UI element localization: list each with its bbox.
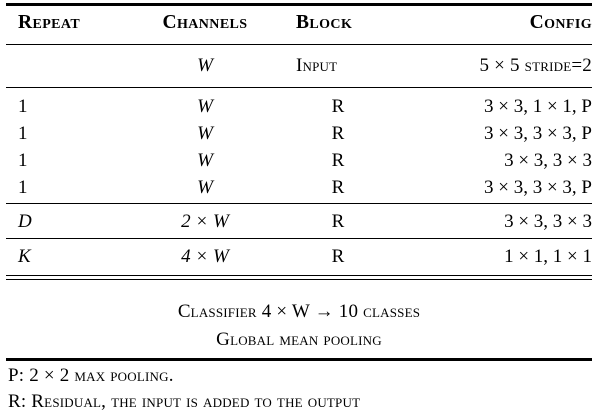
table-top-rule — [6, 3, 592, 6]
cell-channels-k: 4 × W — [181, 246, 229, 267]
cell-config-r2: 3 × 3, 3 × 3, P — [484, 123, 592, 144]
summary-line-classifier: Classifier 4 × W → 10 classes — [177, 301, 421, 322]
cell-block-r4: R — [331, 177, 345, 198]
cell-repeat-k: K — [18, 246, 31, 267]
cell-channels-d: 2 × W — [181, 211, 229, 232]
footnote-p: P: 2 × 2 max pooling. — [8, 365, 174, 386]
cell-channels-r2: W — [197, 123, 213, 144]
cell-repeat-r2: 1 — [18, 123, 28, 144]
cell-config-k: 1 × 1, 1 × 1 — [504, 246, 592, 267]
column-header-repeat: Repeat — [18, 12, 81, 33]
cell-config-r1: 3 × 3, 1 × 1, P — [484, 96, 592, 117]
column-header-config: Config — [529, 12, 592, 33]
cell-repeat-r4: 1 — [18, 177, 28, 198]
footnote-r: R: Residual, the input is added to the o… — [8, 391, 361, 412]
cell-block-r3: R — [331, 150, 345, 171]
group-rule-3 — [6, 275, 592, 277]
cell-block-k: R — [331, 246, 345, 267]
footnote-top-rule — [6, 358, 592, 361]
cell-config-d: 3 × 3, 3 × 3 — [504, 211, 592, 232]
column-header-block: Block — [296, 12, 353, 33]
cell-channels-r3: W — [197, 150, 213, 171]
cell-config-input: 5 × 5 stride=2 — [479, 55, 592, 76]
group-rule-1 — [6, 203, 592, 205]
cell-block-r1: R — [331, 96, 345, 117]
cell-repeat-d: D — [18, 211, 32, 232]
cell-channels-r1: W — [197, 96, 213, 117]
cell-config-r4: 3 × 3, 3 × 3, P — [484, 177, 592, 198]
input-bottom-rule — [6, 87, 592, 89]
cell-repeat-r3: 1 — [18, 150, 28, 171]
group-rule-3b — [6, 279, 592, 281]
cell-channels-r4: W — [197, 177, 213, 198]
header-bottom-rule — [6, 44, 592, 46]
cell-repeat-r1: 1 — [18, 96, 28, 117]
group-rule-2 — [6, 238, 592, 240]
cell-channels-input: W — [197, 55, 213, 76]
cell-block-d: R — [331, 211, 345, 232]
column-header-channels: Channels — [162, 12, 248, 33]
summary-line-pooling: Global mean pooling — [216, 329, 382, 350]
cell-config-r3: 3 × 3, 3 × 3 — [504, 150, 592, 171]
cell-block-r2: R — [331, 123, 345, 144]
cell-block-input: Input — [296, 55, 338, 76]
